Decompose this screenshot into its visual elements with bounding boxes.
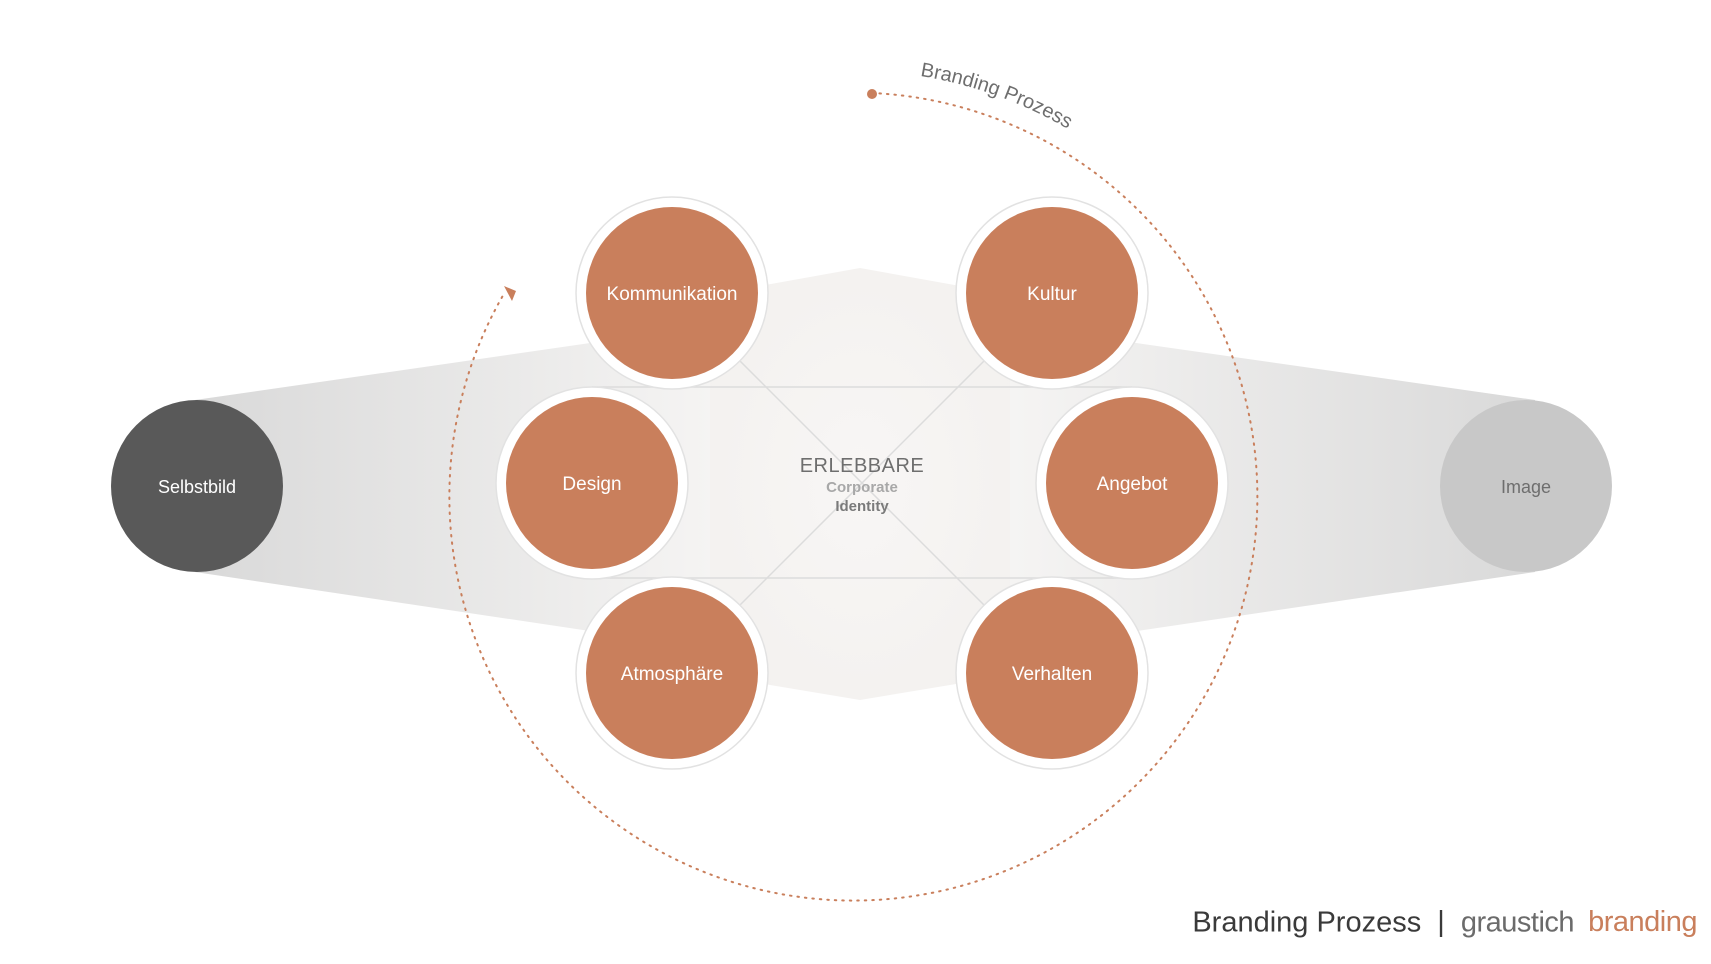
node-label-design: Design xyxy=(562,474,621,495)
node-label-kultur: Kultur xyxy=(1027,284,1077,305)
node-label-verhalten: Verhalten xyxy=(1012,664,1092,685)
node-atmosphaere: Atmosphäre xyxy=(575,576,769,770)
image-circle xyxy=(1440,400,1612,572)
node-design: Design xyxy=(495,386,689,580)
node-label-atmosphaere: Atmosphäre xyxy=(621,664,723,685)
node-circle xyxy=(506,397,678,569)
endpoint-selbstbild: Selbstbild xyxy=(111,400,283,572)
brand-logo-branding: branding xyxy=(1588,906,1697,939)
node-circle xyxy=(966,207,1138,379)
process-start-dot xyxy=(867,89,877,99)
footer-title: Branding Prozess xyxy=(1192,906,1422,939)
center-corporate: Corporate xyxy=(826,479,898,496)
node-circle xyxy=(586,207,758,379)
footer-caption: Branding Prozess | graustich branding xyxy=(1192,900,1697,942)
node-kommunikation: Kommunikation xyxy=(575,196,769,390)
image-label: Image xyxy=(1501,477,1551,497)
node-angebot: Angebot xyxy=(1035,386,1229,580)
process-dotted-circle xyxy=(448,92,1259,902)
node-kultur: Kultur xyxy=(955,196,1149,390)
node-label-kommunikation: Kommunikation xyxy=(607,284,738,305)
node-circle xyxy=(1046,397,1218,569)
process-arc-label: Branding Prozess xyxy=(919,59,1076,133)
node-circle xyxy=(586,587,758,759)
endpoint-image: Image xyxy=(1440,400,1612,572)
node-circle xyxy=(966,587,1138,759)
node-verhalten: Verhalten xyxy=(955,576,1149,770)
process-arrowhead xyxy=(504,286,516,301)
selbstbild-circle xyxy=(111,400,283,572)
node-label-angebot: Angebot xyxy=(1097,474,1169,495)
brand-logo-graustich: graustich xyxy=(1460,906,1575,939)
center-title: ERLEBBARE xyxy=(800,455,925,477)
center-identity: Identity xyxy=(835,498,889,515)
selbstbild-label: Selbstbild xyxy=(158,477,236,497)
center-label: ERLEBBARE Corporate Identity xyxy=(800,455,925,515)
footer-separator: | xyxy=(1437,906,1445,939)
